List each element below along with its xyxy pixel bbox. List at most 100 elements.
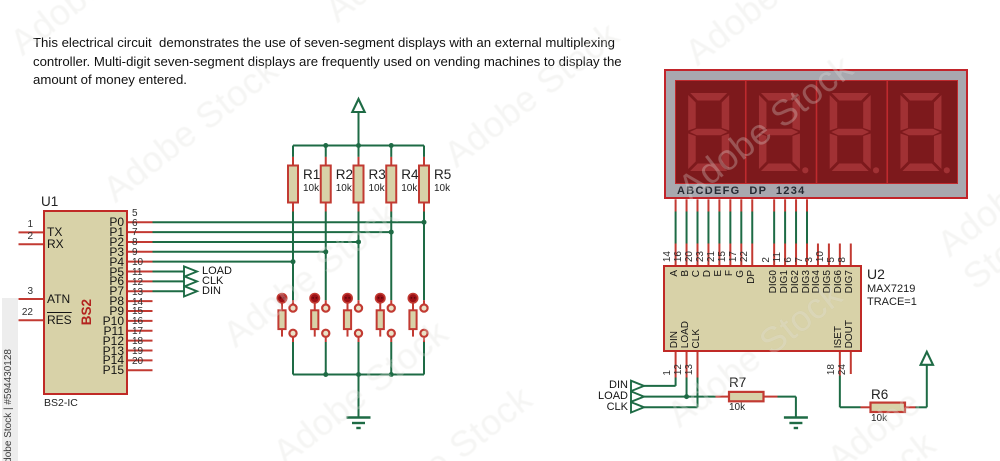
u2-pin-name: DIG5 bbox=[822, 269, 834, 293]
display-segment bbox=[690, 163, 728, 171]
u1-pin-number: 8 bbox=[132, 237, 138, 249]
display-segment bbox=[760, 93, 798, 101]
u1-footprint-label: BS2-IC bbox=[44, 397, 78, 409]
u2-pin-name: DIG3 bbox=[800, 269, 812, 293]
button-cap-dot bbox=[348, 297, 350, 299]
u1-pin-number: 10 bbox=[132, 257, 144, 269]
button-cap bbox=[374, 292, 386, 304]
display-segment bbox=[902, 163, 940, 171]
u2-pin-number: 6 bbox=[782, 256, 794, 263]
display-segment bbox=[760, 128, 799, 136]
u2-pin-name: ISET bbox=[833, 326, 845, 349]
button-cap-dot bbox=[410, 297, 413, 299]
u1-designator: U1 bbox=[41, 194, 59, 209]
u2-pin-name: DP bbox=[745, 269, 757, 284]
display-decimal-point bbox=[943, 167, 950, 174]
resistor-designator: R2 bbox=[335, 167, 354, 182]
u1-pin-name: RES bbox=[47, 312, 72, 327]
button-cap-dot bbox=[345, 297, 347, 299]
resistor-value: 10k bbox=[434, 183, 451, 194]
button-contact bbox=[288, 328, 298, 338]
u2-chip-body bbox=[663, 265, 862, 352]
u2-pin-name: B bbox=[680, 269, 692, 277]
button-contact bbox=[353, 303, 364, 313]
display-segment bbox=[760, 163, 798, 171]
description-paragraph: This electrical circuit demonstrates the… bbox=[33, 34, 622, 90]
u1-pin-number: 22 bbox=[21, 306, 33, 318]
u1-pin-number: 5 bbox=[132, 207, 138, 219]
display-segment bbox=[721, 133, 730, 169]
button-plunger bbox=[342, 309, 353, 331]
r6-designator: R6 bbox=[871, 387, 889, 402]
u1-pin-name: P11 bbox=[103, 323, 124, 338]
u1-pin-name: P6 bbox=[109, 274, 124, 289]
output-flag-label: LOAD bbox=[202, 265, 232, 278]
u1-pin-number: 15 bbox=[132, 306, 144, 318]
u2-pin-name: DIG1 bbox=[778, 269, 790, 293]
u1-pin-name: P0 bbox=[109, 215, 124, 230]
pullup-resistor-body bbox=[287, 164, 299, 204]
pullup-resistor-body bbox=[319, 164, 332, 204]
resistor-value: 10k bbox=[401, 183, 418, 194]
button-cap-dot bbox=[315, 297, 318, 299]
display-digit bbox=[900, 93, 942, 171]
u1-pin-name: P2 bbox=[109, 234, 124, 249]
u2-pin-number: 12 bbox=[673, 364, 685, 376]
display-segment bbox=[933, 133, 942, 169]
u1-pin-number: 13 bbox=[132, 286, 144, 298]
r6-body bbox=[869, 401, 907, 414]
u1-pin-name: P1 bbox=[109, 225, 124, 240]
display-segment bbox=[831, 128, 870, 136]
u1-pin-number: 7 bbox=[132, 227, 138, 239]
u1-pin-number: 3 bbox=[27, 285, 33, 297]
u1-pin-name: P10 bbox=[102, 313, 124, 328]
description-line: amount of money entered. bbox=[33, 72, 187, 88]
button-cap-dot bbox=[312, 297, 315, 299]
resistor-value: 10k bbox=[335, 183, 352, 194]
u1-pin-number: 1 bbox=[27, 218, 33, 230]
display-segment bbox=[831, 93, 869, 101]
display-segment bbox=[933, 95, 942, 131]
input-flag-arrow-icon bbox=[630, 389, 647, 404]
rail-junction-dot bbox=[388, 372, 394, 377]
u2-trace-property: TRACE=1 bbox=[867, 296, 917, 308]
button-plunger bbox=[408, 309, 418, 331]
pullup-resistor-body bbox=[418, 164, 430, 204]
u1-pin-number: 20 bbox=[132, 355, 144, 367]
button-contact bbox=[386, 328, 396, 338]
u1-pin-name: P13 bbox=[102, 343, 124, 358]
button-contact bbox=[419, 303, 429, 313]
u1-pin-name: TX bbox=[47, 224, 63, 239]
button-cap bbox=[309, 292, 321, 304]
display-decimal-point bbox=[872, 167, 880, 174]
output-flag-arrow-icon bbox=[183, 274, 200, 289]
u1-pin-number: 18 bbox=[132, 336, 144, 347]
resistor-value: 10k bbox=[368, 183, 385, 194]
u2-pin-number: 22 bbox=[738, 251, 750, 263]
u2-pin-number: 17 bbox=[727, 251, 739, 263]
u1-pin-number: 19 bbox=[132, 345, 144, 357]
u1-pin-name: P5 bbox=[109, 264, 124, 279]
button-cap-dot bbox=[279, 297, 282, 299]
button-contact bbox=[321, 328, 331, 338]
output-flag-arrow-icon bbox=[183, 284, 200, 298]
u2-pin-name: DIG2 bbox=[789, 269, 801, 293]
button-contact bbox=[386, 303, 396, 313]
u1-pin-name: P7 bbox=[109, 284, 124, 299]
u2-pin-name: DOUT bbox=[844, 320, 856, 349]
button-plunger bbox=[310, 309, 320, 331]
input-flag-arrow-icon bbox=[630, 400, 647, 414]
u1-pin-name: P15 bbox=[102, 363, 124, 378]
u1-pin-number: 16 bbox=[132, 316, 144, 328]
rail-junction-dot bbox=[323, 372, 329, 377]
u2-pin-number: 10 bbox=[815, 251, 827, 263]
u2-pin-name: LOAD bbox=[680, 321, 692, 349]
u2-pin-name: DIG4 bbox=[811, 269, 823, 293]
display-digit bbox=[688, 93, 730, 171]
u2-pin-name: CLK bbox=[691, 329, 702, 349]
u1-pin-number: 11 bbox=[132, 266, 143, 278]
input-flag-label: LOAD bbox=[598, 390, 628, 403]
watermark-caption-strip bbox=[2, 298, 18, 461]
display-segment bbox=[792, 133, 800, 169]
